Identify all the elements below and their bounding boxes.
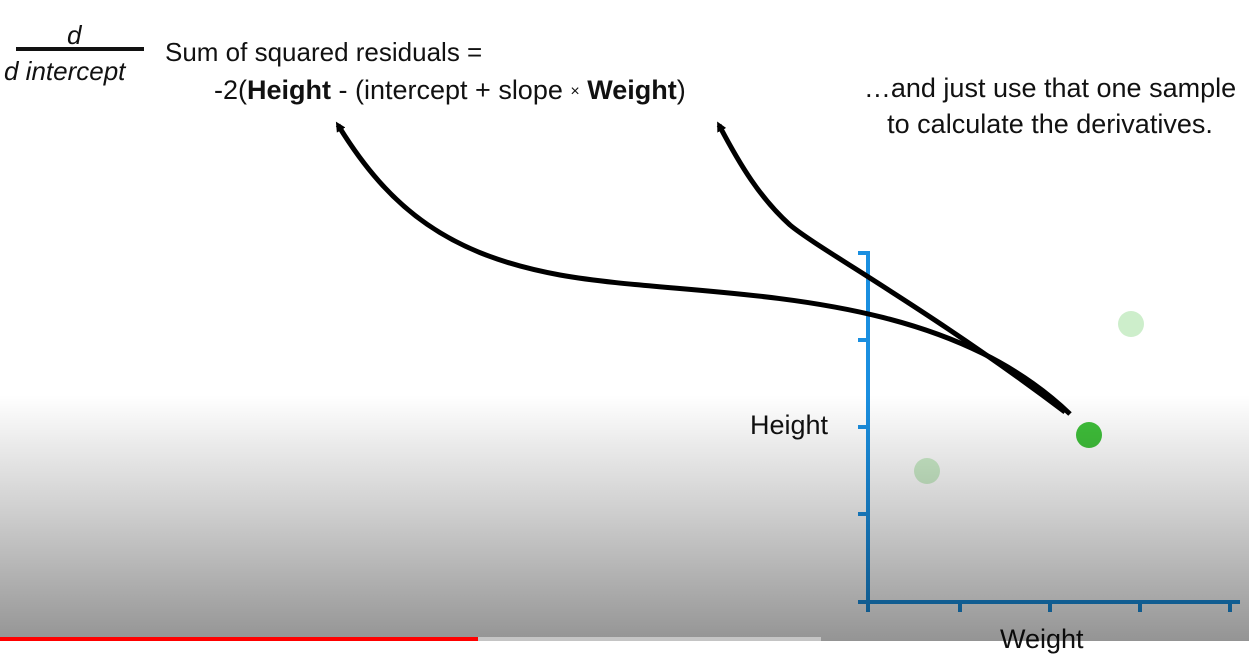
arrow-to-height (335, 121, 1072, 416)
fraction-bar (16, 47, 144, 51)
equation-body: -2(Height - (intercept + slope × Weight) (214, 75, 686, 106)
equation-term-height: Height (247, 75, 331, 105)
x-axis (858, 600, 1240, 612)
derivative-denominator: d intercept (4, 56, 126, 86)
selected-sample-point (1076, 422, 1102, 448)
progress-buffered[interactable] (478, 637, 821, 641)
arrow-to-weight (716, 121, 1067, 414)
explanation-note: …and just use that one sample to calcula… (863, 73, 1237, 139)
equation-title: Sum of squared residuals = (165, 37, 483, 67)
y-axis (858, 251, 870, 604)
y-axis-label: Height (750, 410, 829, 440)
times-symbol: × (570, 83, 580, 100)
scatter-graphic (335, 121, 1240, 612)
equation-term-weight: Weight (587, 75, 677, 105)
progress-played[interactable] (0, 637, 478, 641)
equation-middle: - (intercept + slope (331, 75, 571, 105)
derivative-numerator: d (67, 20, 82, 50)
faded-data-point (1118, 311, 1144, 337)
video-frame: d d intercept Sum of squared residuals =… (0, 20, 1249, 654)
equation-suffix: ) (676, 75, 686, 105)
equation-prefix: -2( (214, 75, 247, 105)
x-axis-label: Weight (1000, 624, 1084, 654)
faded-data-point (914, 458, 940, 484)
